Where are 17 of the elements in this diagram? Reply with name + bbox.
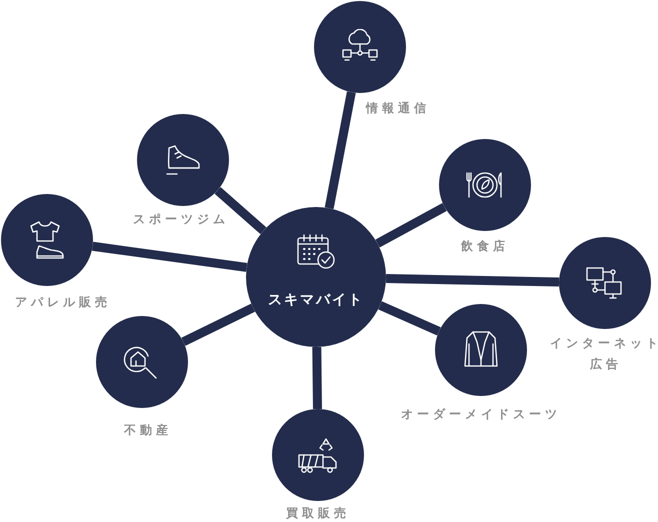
category-label: オーダーメイドスーツ (400, 406, 562, 422)
connector-line (378, 301, 441, 336)
category-label: アパレル販売 (14, 294, 112, 310)
category-label: 買取販売 (285, 504, 351, 522)
hub-label: スキマバイト (268, 291, 364, 309)
connector-line (312, 346, 322, 410)
connector-line (92, 242, 248, 272)
connector-line (324, 91, 356, 210)
connector-line (181, 304, 256, 346)
connector-line (386, 274, 560, 287)
category-label: 情報通信 (364, 100, 431, 116)
connector-line (375, 203, 447, 248)
category-label: インターネット広告 (549, 335, 658, 373)
category-label: スポーツジム (132, 210, 230, 228)
category-label: 飲食店 (460, 238, 510, 254)
category-label: 不動産 (122, 422, 173, 438)
connector-line (214, 187, 266, 234)
